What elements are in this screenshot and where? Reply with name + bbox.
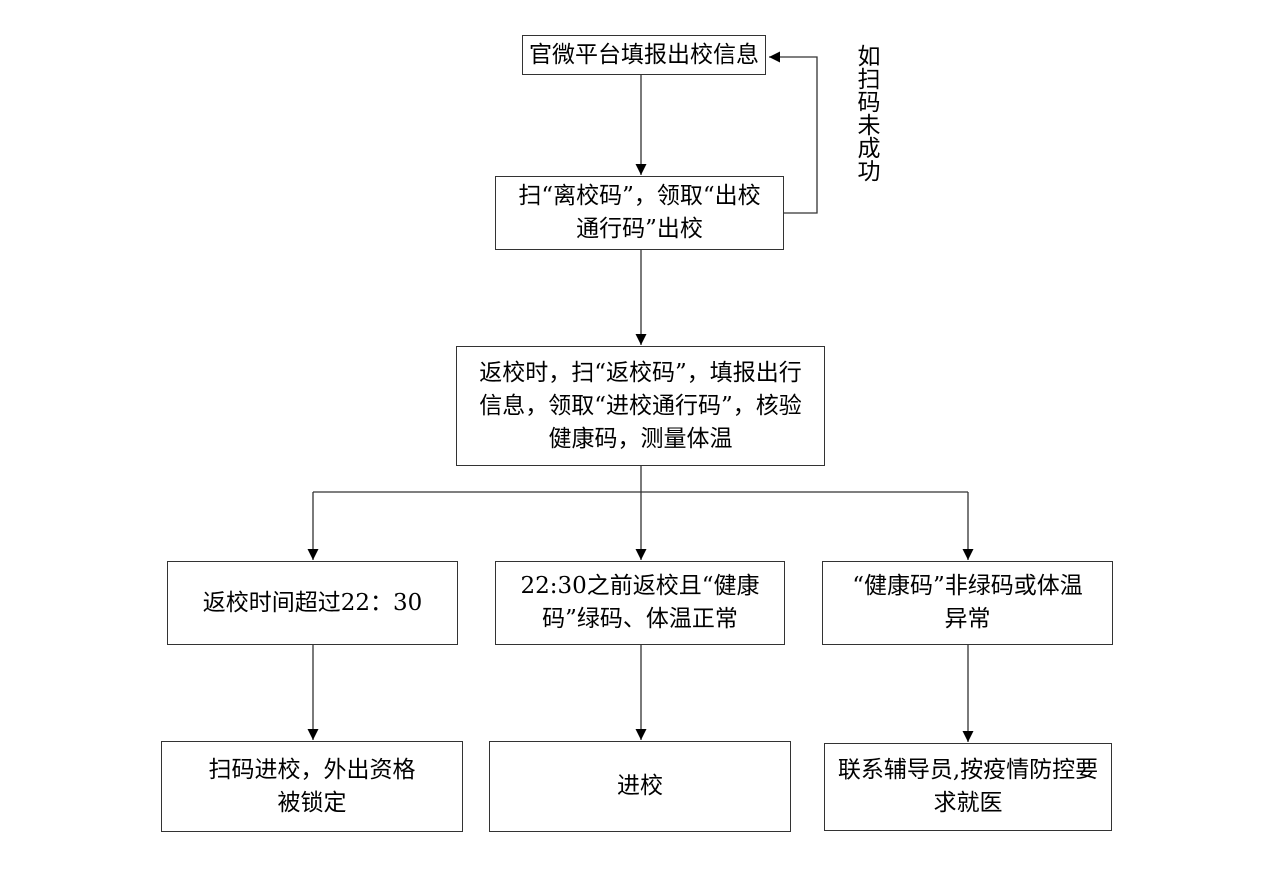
node-doctor-text: 联系辅导员,按疫情防控要 求就医 [837,757,1099,816]
node-ontime-text: 22:30之前返校且“健康 码”绿码、体温正常 [520,573,760,632]
node-return: 返校时，扫“返校码”，填报出行 信息，领取“进校通行码”，核验 健康码，测量体温 [456,346,825,466]
node-late: 返校时间超过22：30 [167,561,458,645]
node-scan-leave: 扫“离校码”，领取“出校 通行码”出校 [495,176,784,250]
node-return-text: 返校时，扫“返校码”，填报出行 信息，领取“进校通行码”，核验 健康码，测量体温 [479,359,802,452]
retry-loop-label: 如扫码未成功 [853,44,879,182]
node-doctor: 联系辅导员,按疫情防控要 求就医 [824,743,1112,831]
arrow-retry-loop [769,51,818,214]
node-locked-text: 扫码进校，外出资格 被锁定 [208,756,416,816]
node-abnormal-text: “健康码”非绿码或体温 异常 [852,573,1083,632]
node-enter: 进校 [489,741,791,832]
node-start: 官微平台填报出校信息 [522,35,766,75]
node-abnormal: “健康码”非绿码或体温 异常 [822,561,1113,645]
node-start-text: 官微平台填报出校信息 [529,41,759,68]
node-ontime: 22:30之前返校且“健康 码”绿码、体温正常 [495,561,785,645]
node-enter-text: 进校 [617,773,663,799]
node-scan-leave-text: 扫“离校码”，领取“出校 通行码”出校 [518,183,761,242]
node-late-text: 返校时间超过22：30 [202,589,423,616]
node-locked: 扫码进校，外出资格 被锁定 [161,741,463,832]
